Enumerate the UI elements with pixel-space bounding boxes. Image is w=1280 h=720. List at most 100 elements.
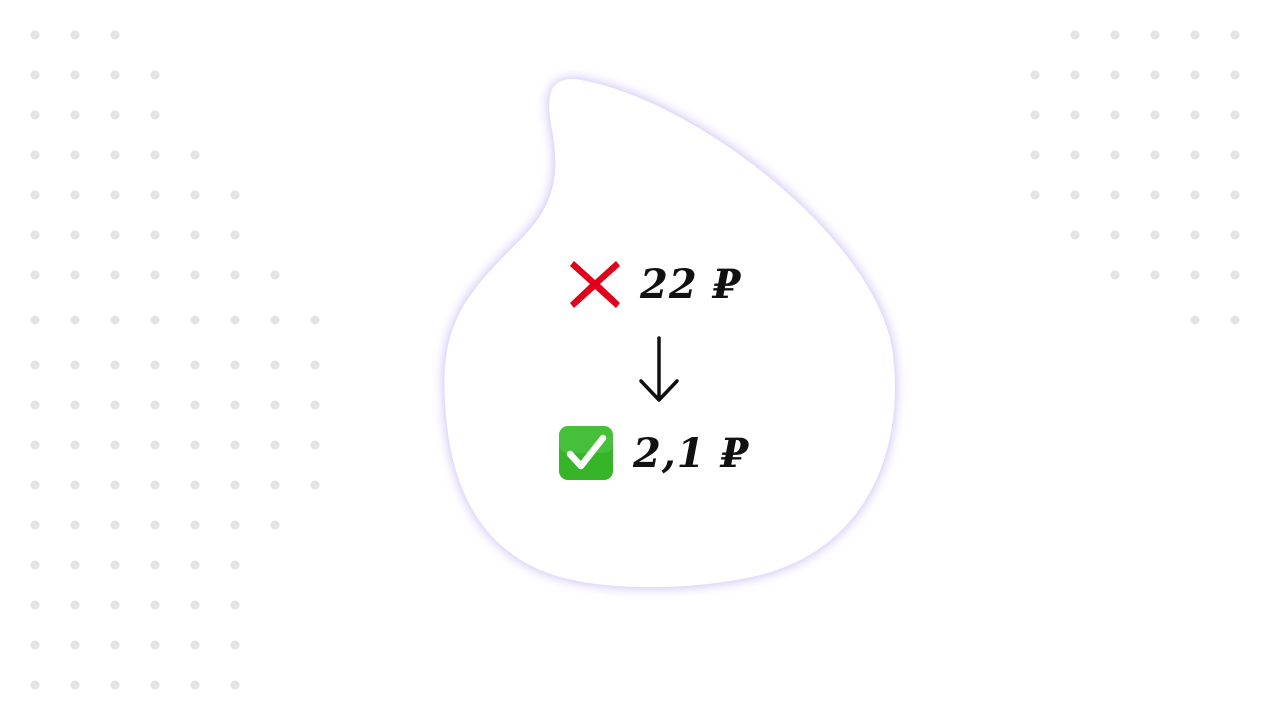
bg-dot <box>270 400 280 410</box>
bg-dot <box>150 70 160 80</box>
bg-dot <box>270 360 280 370</box>
bg-dot <box>150 480 160 490</box>
bg-dot <box>190 600 200 610</box>
bg-dot <box>70 680 80 690</box>
bg-dot <box>190 560 200 570</box>
bg-dot <box>1070 150 1080 160</box>
bg-dot <box>270 480 280 490</box>
bg-dot <box>30 480 40 490</box>
bg-dot <box>110 680 120 690</box>
bg-dot <box>190 520 200 530</box>
bg-dot <box>70 270 80 280</box>
bg-dot <box>190 680 200 690</box>
bg-dot <box>1030 190 1040 200</box>
bg-dot <box>190 190 200 200</box>
bg-dot <box>150 520 160 530</box>
bg-dot <box>70 110 80 120</box>
bg-dot <box>1070 110 1080 120</box>
bg-dot <box>70 30 80 40</box>
bg-dot <box>1150 270 1160 280</box>
bg-dot <box>110 110 120 120</box>
bg-dot <box>1230 230 1240 240</box>
bg-dot <box>110 560 120 570</box>
bg-dot <box>1230 30 1240 40</box>
bg-dot <box>70 640 80 650</box>
bg-dot <box>1110 230 1120 240</box>
bg-dot <box>30 230 40 240</box>
bg-dot <box>30 360 40 370</box>
bg-dot <box>1190 110 1200 120</box>
arrow-down-icon <box>639 336 679 402</box>
bg-dot <box>150 230 160 240</box>
bg-dot <box>270 520 280 530</box>
bg-dot <box>1230 110 1240 120</box>
bg-dot <box>1190 150 1200 160</box>
bg-dot <box>150 190 160 200</box>
bg-dot <box>30 600 40 610</box>
bg-dot <box>230 230 240 240</box>
bg-dot <box>110 600 120 610</box>
bg-dot <box>1030 70 1040 80</box>
bg-dot <box>150 150 160 160</box>
bg-dot <box>30 400 40 410</box>
bg-dot <box>230 640 240 650</box>
bg-dot <box>1070 30 1080 40</box>
bg-dot <box>1110 70 1120 80</box>
bg-dot <box>30 520 40 530</box>
bg-dot <box>190 315 200 325</box>
bg-dot <box>150 440 160 450</box>
bg-dot <box>1110 30 1120 40</box>
bg-dot <box>30 440 40 450</box>
bg-dot <box>30 640 40 650</box>
bg-dot <box>110 270 120 280</box>
bg-dot <box>70 440 80 450</box>
bg-dot <box>150 270 160 280</box>
bg-dot <box>70 400 80 410</box>
bg-dot <box>1190 30 1200 40</box>
bg-dot <box>190 440 200 450</box>
bg-dot <box>230 520 240 530</box>
bg-dot <box>30 30 40 40</box>
bg-dot <box>310 315 320 325</box>
old-price: 22 ₽ <box>640 260 742 308</box>
bg-dot <box>110 360 120 370</box>
bg-dot <box>150 640 160 650</box>
new-price: 2,1 ₽ <box>633 429 750 477</box>
bg-dot <box>190 480 200 490</box>
bg-dot <box>190 150 200 160</box>
bg-dot <box>1230 190 1240 200</box>
bg-dot <box>1190 190 1200 200</box>
bg-dot <box>1190 270 1200 280</box>
bg-dot <box>70 480 80 490</box>
bg-dot <box>190 360 200 370</box>
bg-dot <box>150 400 160 410</box>
bg-dot <box>230 400 240 410</box>
bg-dot <box>190 230 200 240</box>
bg-dot <box>30 560 40 570</box>
bg-dot <box>110 190 120 200</box>
bg-dot <box>1030 150 1040 160</box>
bg-dot <box>110 230 120 240</box>
bg-dot <box>310 360 320 370</box>
bg-dot <box>30 110 40 120</box>
bg-dot <box>150 600 160 610</box>
bg-dot <box>70 520 80 530</box>
bg-dot <box>1150 70 1160 80</box>
bg-dot <box>1190 315 1200 325</box>
bg-dot <box>1190 70 1200 80</box>
bg-dot <box>1110 150 1120 160</box>
bg-dot <box>230 360 240 370</box>
bg-dot <box>1150 110 1160 120</box>
bg-dot <box>1230 315 1240 325</box>
bg-dot <box>110 480 120 490</box>
bg-dot <box>1110 110 1120 120</box>
bg-dot <box>190 400 200 410</box>
bg-dot <box>230 190 240 200</box>
bg-dot <box>270 270 280 280</box>
bg-dot <box>30 680 40 690</box>
old-price-row: 22 ₽ <box>566 252 741 316</box>
bg-dot <box>110 150 120 160</box>
bg-dot <box>1230 150 1240 160</box>
bg-dot <box>110 30 120 40</box>
